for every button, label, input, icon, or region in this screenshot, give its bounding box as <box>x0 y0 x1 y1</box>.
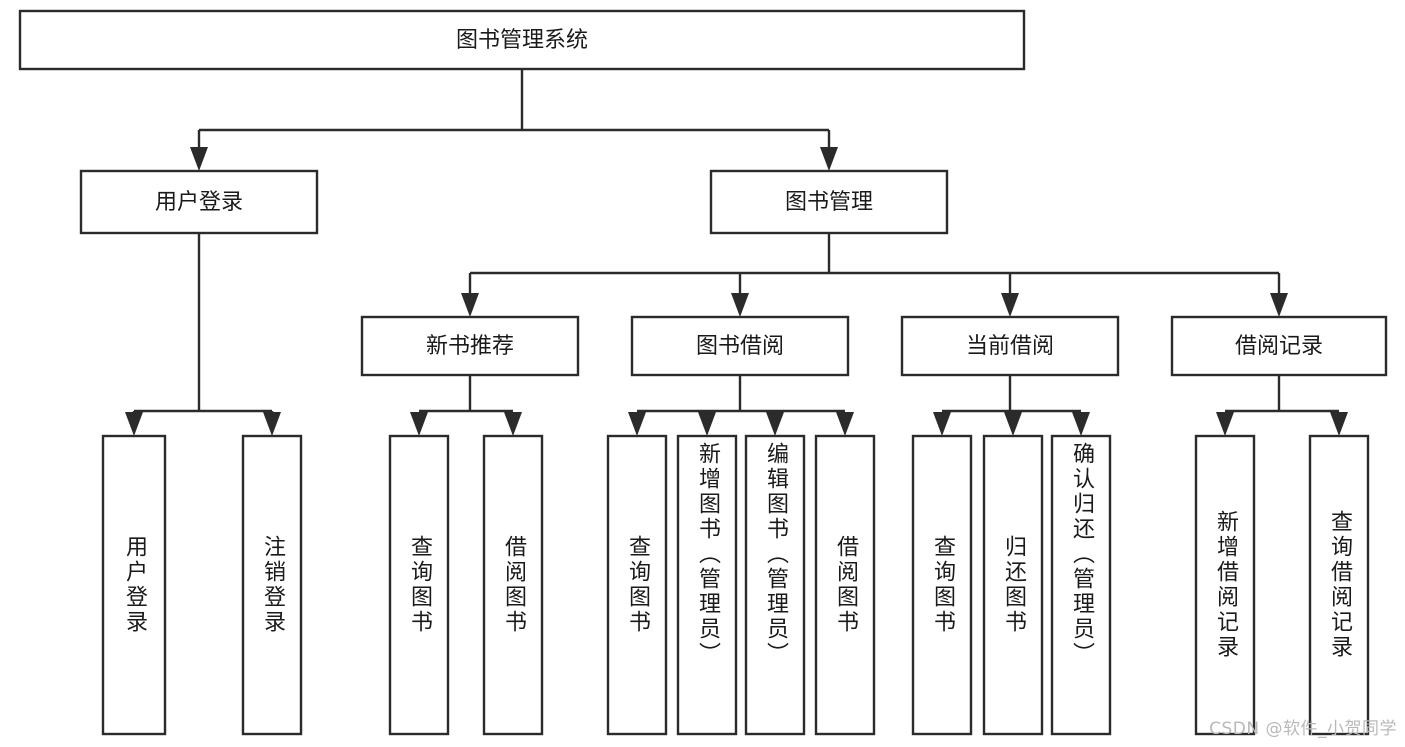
leaf-edit-book-box[interactable] <box>744 434 806 736</box>
node-new-book-recommend[interactable]: 新书推荐 <box>360 315 580 377</box>
leaf-boxes-layer <box>101 434 1370 736</box>
arrow-head-leaf-add-record <box>1216 412 1234 436</box>
leaf-add-record-box[interactable] <box>1194 434 1256 736</box>
leaf-query-book-3-box[interactable] <box>911 434 973 736</box>
user-login-label: 用户登录 <box>155 190 243 215</box>
arrow-head-leaf-user-login <box>125 412 143 436</box>
book-manage-label: 图书管理 <box>785 190 873 215</box>
arrow-head-new-book <box>461 293 479 317</box>
arrow-head-leaf-user-logout <box>263 412 281 436</box>
leaf-query-book-2-box[interactable] <box>606 434 668 736</box>
arrow-head-book-borrow <box>731 293 749 317</box>
arrow-head-leaf-query-book-1 <box>410 412 428 436</box>
watermark-text: CSDN @软件_小贺同学 <box>1209 719 1397 739</box>
leaf-user-logout-box[interactable] <box>241 434 303 736</box>
leaf-borrow-book-2-box[interactable] <box>814 434 876 736</box>
leaf-user-login-box[interactable] <box>101 434 167 736</box>
current-borrow-box[interactable] <box>900 315 1120 377</box>
node-book-manage[interactable]: 图书管理 <box>709 169 949 235</box>
node-root[interactable]: 图书管理系统 <box>18 9 1026 71</box>
node-book-borrow[interactable]: 图书借阅 <box>630 315 850 377</box>
arrow-head-current-borrow <box>1001 293 1019 317</box>
arrow-head-borrow-record <box>1270 293 1288 317</box>
node-user-login[interactable]: 用户登录 <box>79 169 319 235</box>
leaf-query-book-1-box[interactable] <box>388 434 450 736</box>
root-box[interactable] <box>18 9 1026 71</box>
arrow-head-leaf-borrow-book-2 <box>836 412 854 436</box>
new-book-recommend-box[interactable] <box>360 315 580 377</box>
arrow-head-leaf-query-book-3 <box>933 412 951 436</box>
arrow-head-leaf-add-book <box>698 412 716 436</box>
leaf-query-record-box[interactable] <box>1308 434 1370 736</box>
arrow-head-leaf-query-book-2 <box>628 412 646 436</box>
borrow-record-box[interactable] <box>1170 315 1388 377</box>
arrow-head-leaf-confirm-return <box>1072 412 1090 436</box>
new-book-recommend-label: 新书推荐 <box>426 334 514 359</box>
arrow-head-leaf-query-record <box>1330 412 1348 436</box>
arrow-head-leaf-edit-book <box>766 412 784 436</box>
node-borrow-record[interactable]: 借阅记录 <box>1170 315 1388 377</box>
leaf-borrow-book-1-box[interactable] <box>482 434 544 736</box>
book-borrow-label: 图书借阅 <box>696 334 784 359</box>
connectors-layer <box>125 69 1348 436</box>
leaf-add-book-box[interactable] <box>676 434 738 736</box>
root-label: 图书管理系统 <box>456 28 588 53</box>
arrow-head-book-manage <box>820 147 838 171</box>
borrow-record-label: 借阅记录 <box>1235 334 1323 359</box>
book-borrow-box[interactable] <box>630 315 850 377</box>
node-current-borrow[interactable]: 当前借阅 <box>900 315 1120 377</box>
arrow-head-leaf-borrow-book-1 <box>504 412 522 436</box>
arrow-head-user-login <box>190 147 208 171</box>
leaf-return-book-box[interactable] <box>982 434 1044 736</box>
arrow-head-leaf-return-book <box>1004 412 1022 436</box>
current-borrow-label: 当前借阅 <box>966 334 1054 359</box>
user-login-box[interactable] <box>79 169 319 235</box>
book-manage-box[interactable] <box>709 169 949 235</box>
leaf-confirm-return-box[interactable] <box>1050 434 1112 736</box>
